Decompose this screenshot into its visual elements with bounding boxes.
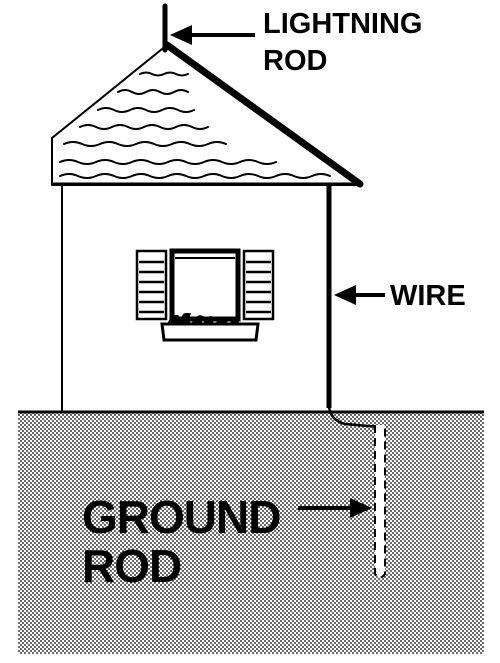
roof [51,41,364,188]
window [135,248,275,342]
lightning-rod-label-line2: ROD [263,45,327,77]
wire-to-ground [327,405,381,429]
wire-label: WIRE [390,280,466,312]
ground-rod-outline [374,425,386,579]
ground-rod-label-line1: GROUND [82,491,280,543]
window-frame [169,248,241,322]
ground-rod [374,425,386,579]
ground [18,410,484,654]
left-shutter-slats [139,260,164,314]
roof-edge [163,41,364,188]
wire-arrow-icon [334,285,385,305]
right-shutter-slats [246,260,271,314]
lightning-rod-label-line1: LIGHTNING [263,8,423,40]
labels: LIGHTNING ROD WIRE GROUND ROD [82,8,466,592]
flower-box [160,322,260,342]
roof-shingles [59,71,331,179]
ground-rod-arrow-icon [298,498,372,518]
lightning-rod-arrow-icon [170,25,255,45]
ground-fill [18,412,484,654]
ground-rod-label-line2: ROD [82,540,181,592]
arrows [170,25,385,518]
down-wire [326,184,381,429]
